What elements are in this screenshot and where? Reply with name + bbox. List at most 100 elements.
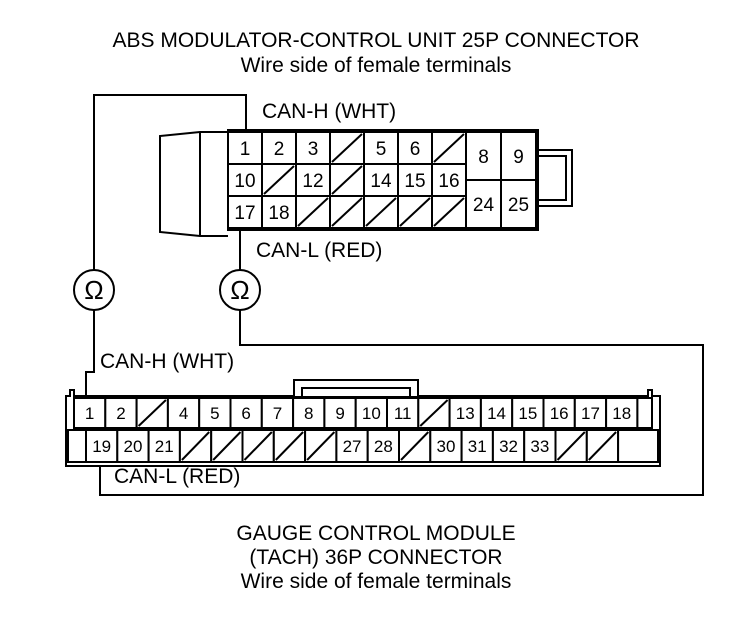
bottom-can-l-label: CAN-L (RED) — [114, 465, 241, 488]
terminal-cell: 25 — [500, 179, 537, 229]
terminal-number: 27 — [343, 437, 362, 456]
empty-terminal-cell — [135, 397, 169, 429]
terminal-cell: 7 — [260, 397, 295, 429]
terminal-cell: 6 — [229, 397, 263, 429]
terminal-cell: 9 — [500, 131, 537, 181]
empty-terminal-cell — [554, 429, 588, 463]
connector-latch — [538, 149, 573, 207]
terminal-cell: 17 — [227, 195, 263, 229]
bottom-can-h-label: CAN-H (WHT) — [100, 350, 235, 373]
terminal-number: 30 — [436, 437, 455, 456]
terminal-cell: 8 — [292, 397, 326, 429]
empty-terminal-cell — [178, 429, 213, 463]
terminal-number: 9 — [335, 404, 344, 423]
terminal-number: 4 — [179, 404, 188, 423]
can-h-wire-top — [93, 94, 247, 270]
empty-terminal-cell — [272, 429, 307, 463]
terminal-number: 17 — [234, 203, 255, 224]
terminal-cell: 33 — [523, 429, 557, 463]
terminal-number: 11 — [394, 404, 412, 423]
terminal-cell: 28 — [366, 429, 401, 463]
terminal-number: 10 — [362, 404, 381, 423]
terminal-cell: 21 — [147, 429, 181, 463]
top-can-h-label: CAN-H (WHT) — [262, 100, 397, 123]
terminal-number: 32 — [499, 437, 518, 456]
terminal-cell: 4 — [166, 397, 201, 429]
terminal-number: 21 — [155, 437, 174, 456]
empty-terminal-cell — [241, 429, 275, 463]
empty-terminal-cell — [431, 195, 467, 229]
terminal-number: 18 — [612, 404, 631, 423]
ohmmeter-left: Ω — [73, 269, 115, 311]
terminal-cell: 15 — [511, 397, 545, 429]
terminal-number: 9 — [513, 147, 524, 168]
terminal-cell: 15 — [397, 163, 433, 197]
terminal-cell: 30 — [429, 429, 463, 463]
terminal-cell: 5 — [363, 131, 399, 165]
terminal-cell: 11 — [386, 397, 420, 429]
terminal-number: 25 — [508, 195, 529, 216]
empty-terminal-cell — [417, 397, 451, 429]
terminal-number: 13 — [456, 404, 475, 423]
terminal-number: 15 — [518, 404, 537, 423]
terminal-cell: 14 — [479, 397, 514, 429]
terminal-cell: 24 — [465, 179, 502, 229]
terminal-number: 6 — [241, 404, 250, 423]
terminal-cell: 18 — [261, 195, 297, 229]
empty-terminal-cell — [431, 131, 467, 165]
terminal-number: 16 — [438, 171, 459, 192]
empty-terminal-cell — [304, 429, 338, 463]
ohm-symbol-right: Ω — [230, 275, 249, 305]
bottom-connector-title-line2: (TACH) 36P CONNECTOR — [249, 546, 503, 569]
terminal-cell: 19 — [85, 429, 119, 463]
top-connector-subtitle: Wire side of female terminals — [240, 54, 512, 77]
terminal-number: 10 — [234, 171, 255, 192]
terminal-cell: 3 — [295, 131, 331, 165]
wires — [85, 94, 704, 496]
empty-terminal-cell — [329, 131, 365, 165]
terminal-cell: 9 — [323, 397, 357, 429]
terminal-number: 20 — [123, 437, 142, 456]
terminal-cell: 10 — [227, 163, 263, 197]
empty-terminal-cell — [363, 195, 399, 229]
bottom-connector-subtitle: Wire side of female terminals — [240, 570, 512, 593]
terminal-cell: 14 — [363, 163, 399, 197]
terminal-number: 33 — [530, 437, 549, 456]
terminal-cell: 32 — [491, 429, 526, 463]
terminal-number: 16 — [550, 404, 569, 423]
terminal-cell: 16 — [431, 163, 467, 197]
empty-terminal-cell — [329, 163, 365, 197]
terminal-number: 8 — [478, 147, 489, 168]
terminal-number: 17 — [581, 404, 600, 423]
terminal-number: 7 — [273, 404, 282, 423]
terminal-number: 19 — [92, 437, 111, 456]
terminal-number: 2 — [274, 139, 285, 160]
terminal-number: 6 — [410, 139, 421, 160]
terminal-cell: 18 — [605, 397, 639, 429]
terminal-number: 5 — [376, 139, 387, 160]
terminal-cell: 16 — [542, 397, 576, 429]
terminal-cell: 2 — [261, 131, 297, 165]
connector-hood — [159, 131, 228, 237]
terminal-cell: 6 — [397, 131, 433, 165]
ohm-symbol-left: Ω — [84, 275, 103, 305]
empty-terminal-cell — [210, 429, 244, 463]
empty-terminal-cell — [261, 163, 297, 197]
terminal-cell: 13 — [448, 397, 482, 429]
empty-terminal-cell — [398, 429, 432, 463]
terminal-number: 5 — [210, 404, 219, 423]
terminal-cell: 1 — [73, 397, 107, 429]
top-connector-title: ABS MODULATOR-CONTROL UNIT 25P CONNECTOR — [112, 29, 640, 52]
empty-terminal-cell — [585, 429, 620, 463]
terminal-cell: 10 — [354, 397, 389, 429]
terminal-cell: 2 — [104, 397, 138, 429]
terminal-number: 28 — [374, 437, 393, 456]
terminal-cell: 5 — [198, 397, 232, 429]
terminal-number: 1 — [240, 139, 251, 160]
empty-terminal-cell — [397, 195, 433, 229]
terminal-number: 14 — [370, 171, 392, 192]
terminal-number: 2 — [116, 404, 125, 423]
